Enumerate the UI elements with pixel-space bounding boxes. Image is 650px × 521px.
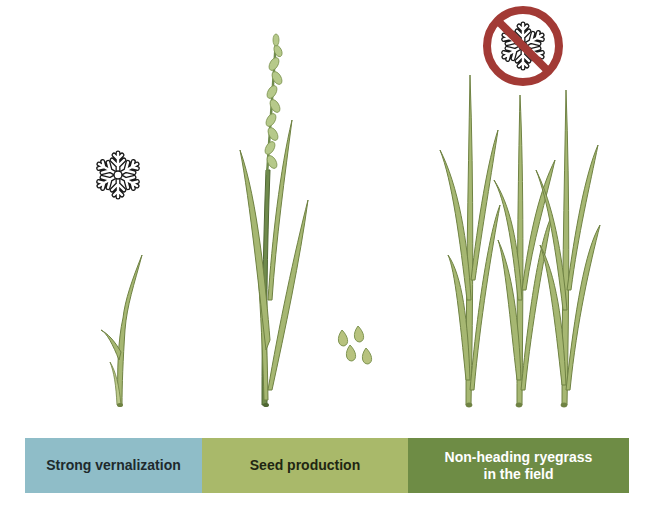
- stage-band: Strong vernalization: [25, 438, 202, 493]
- flowering-ryegrass: [240, 34, 308, 407]
- stage-band: Non-heading ryegrass in the field: [408, 438, 629, 493]
- band-label: Seed production: [250, 457, 360, 474]
- non-heading-tufts: [440, 75, 600, 407]
- seedling: [101, 255, 142, 407]
- seeds: [338, 326, 371, 364]
- no-frost-symbol: [487, 10, 559, 82]
- band-label: Non-heading ryegrass in the field: [444, 449, 594, 483]
- snowflake: [96, 153, 140, 197]
- band-label: Strong vernalization: [46, 457, 181, 474]
- stage-band: Seed production: [202, 438, 408, 493]
